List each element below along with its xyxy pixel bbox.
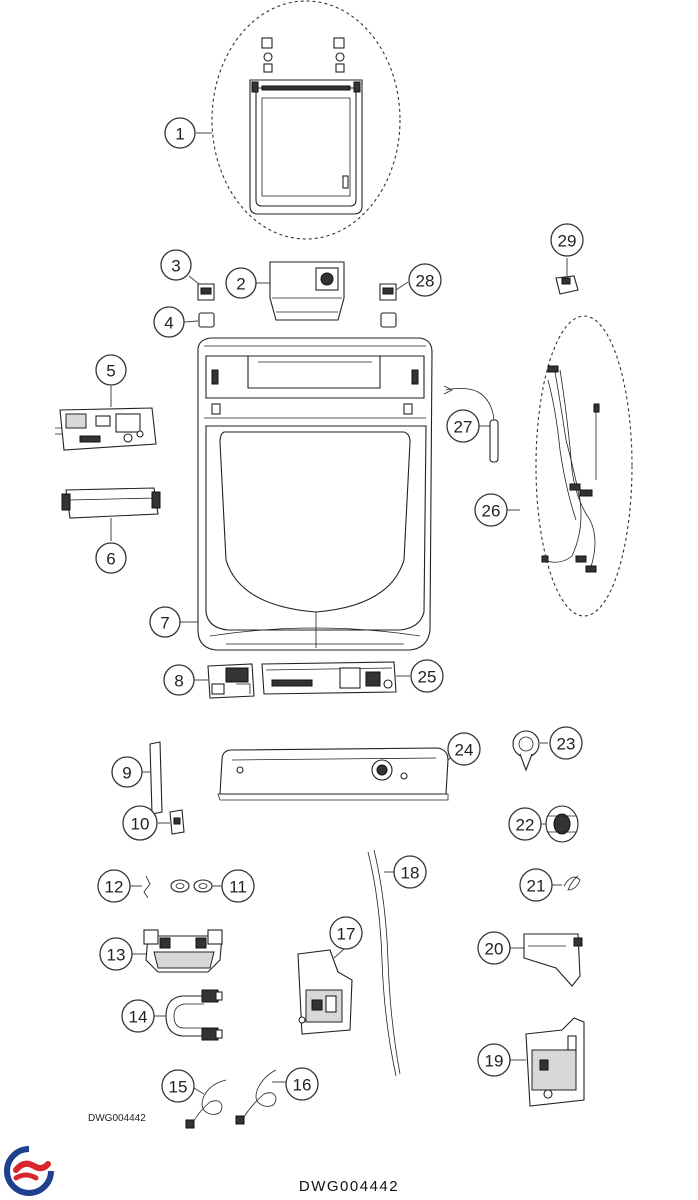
inlet-hose-1 [185,1079,227,1129]
callout-18: 18 [393,855,427,889]
callout-6: 6 [95,542,127,574]
callout-15: 15 [161,1069,195,1103]
callout-14-label: 14 [129,1008,148,1027]
vertical-strip [149,741,163,815]
callout-22: 22 [508,807,542,841]
callout-18-label: 18 [401,864,420,883]
callout-12: 12 [97,869,131,903]
sensor-cable [443,385,499,463]
callout-19: 19 [477,1043,511,1077]
long-hose [367,849,401,1077]
small-bracket [169,809,185,835]
u-hose [165,989,223,1041]
callout-8-label: 8 [174,672,183,691]
callout-14: 14 [121,999,155,1033]
callout-11-label: 11 [229,878,247,897]
pad-right [380,312,397,328]
rear-bracket [297,949,353,1035]
callout-29: 29 [550,223,584,257]
callout-23: 23 [549,726,583,760]
wire-harness [535,315,633,617]
callout-27: 27 [446,409,480,443]
callout-26-label: 26 [482,502,501,521]
display-board [261,661,397,695]
callout-21: 21 [519,868,553,902]
knob-part [512,730,540,772]
coupling-ring [545,805,579,843]
callout-21-label: 21 [527,877,546,896]
control-board [55,407,157,451]
inlet-hose-2 [235,1069,277,1125]
callout-25: 25 [410,659,444,693]
brand-logo-icon [4,1146,54,1196]
spring-part [143,875,151,899]
callout-17-label: 17 [337,925,356,944]
connector-block [207,663,255,699]
inlet-housing [143,929,223,973]
callout-16-label: 16 [293,1076,312,1095]
callout-9: 9 [111,756,143,788]
callout-1: 1 [164,117,196,149]
callout-5-label: 5 [106,362,115,381]
console-panel [217,747,449,801]
callout-7-label: 7 [160,614,169,633]
callout-3-label: 3 [171,257,180,276]
callout-12-label: 12 [105,878,124,897]
callout-24-label: 24 [455,741,474,760]
callout-20: 20 [477,931,511,965]
callout-4-label: 4 [164,314,173,333]
callout-23-label: 23 [557,735,576,754]
side-bracket-lower [525,1017,585,1107]
callout-20-label: 20 [485,940,504,959]
callout-17: 17 [329,916,363,950]
callout-10-label: 10 [131,815,150,834]
callout-25-label: 25 [418,668,437,687]
callout-29-label: 29 [558,232,577,251]
callout-8: 8 [163,664,195,696]
callout-5: 5 [95,354,127,386]
side-bracket-upper [523,933,583,987]
top-panel [197,337,433,651]
callout-1-label: 1 [175,125,184,144]
callout-2-label: 2 [236,275,245,294]
clip-part [563,875,581,891]
callout-28: 28 [408,263,442,297]
callout-2: 2 [225,267,257,299]
callout-6-label: 6 [106,550,115,569]
callout-24: 24 [447,732,481,766]
callout-27-label: 27 [454,418,473,437]
callout-10: 10 [122,805,158,841]
callout-13-label: 13 [107,946,126,965]
callout-7: 7 [149,606,181,638]
lid-assembly [211,0,401,240]
callout-4: 4 [153,306,185,338]
callout-11: 11 [221,869,255,903]
callout-13: 13 [99,937,133,971]
callout-15-label: 15 [169,1078,188,1097]
latch-right [379,283,397,301]
pad-left [198,312,215,328]
drawing-code-label: DWG004442 [88,1113,146,1124]
callout-22-label: 22 [516,816,535,835]
washers [170,879,213,893]
latch-left [197,283,215,301]
footer-drawing-code: DWG004442 [298,1178,400,1195]
board-cover [61,487,161,519]
callout-9-label: 9 [122,764,131,783]
callout-26: 26 [474,493,508,527]
callout-28-label: 28 [416,272,435,291]
dispenser-part [269,261,345,321]
callout-16: 16 [285,1067,319,1101]
switch-part [555,275,579,295]
callout-3: 3 [160,249,192,281]
callout-19-label: 19 [485,1052,504,1071]
